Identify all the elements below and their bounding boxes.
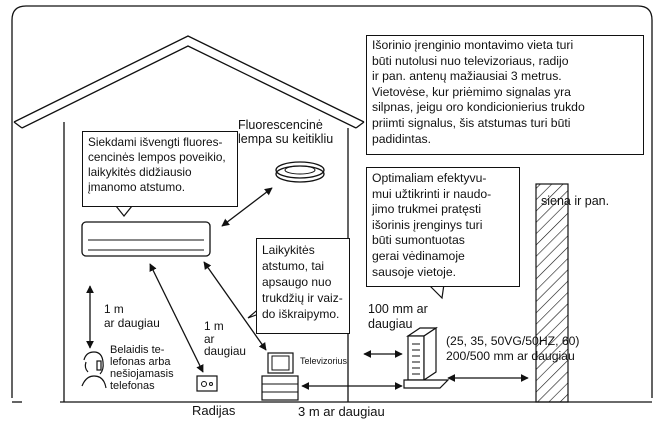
hatched-wall-icon [535,183,569,403]
label-fluorescent-lamp: Fluorescencinė lempa su keitikliu [238,118,334,147]
note-fluorescent-advice-text: Siekdami išvengti fluores- cencinės lemp… [88,135,226,194]
note-fluorescent-advice: Siekdami išvengti fluores- cencinės lemp… [82,131,238,207]
label-1m-diagonal: 1 m ar daugiau [204,319,246,358]
outer-frame [11,5,653,398]
label-3m: 3 m ar daugiau [298,404,385,419]
indoor-unit-icon [81,221,211,257]
radio-icon [196,375,218,392]
callout-pointer-ventilation [429,283,445,300]
roof-left-cap [13,121,23,129]
note-outdoor-distance-text: Išorinio įrenginio montavimo vieta turi … [372,38,585,146]
arrow-ac-radio [149,263,204,373]
arrow-ac-tv [203,261,267,351]
note-ventilation-advice: Optimaliam efektyvu- mui užtikrinti ir n… [366,167,520,287]
note-ventilation-advice-text: Optimaliam efektyvu- mui užtikrinti ir n… [372,171,492,279]
label-radio: Radijas [192,403,236,418]
person-with-phone-icon [81,351,107,389]
note-outdoor-distance: Išorinio įrenginio montavimo vieta turi … [366,35,644,155]
label-tv: Televizorius [300,356,348,366]
television-icon [261,352,299,401]
callout-pointer-fluorescent [115,205,133,217]
arrow-lamp-ac [221,187,273,227]
label-models-clearance: (25, 35, 50VG/50HZ, 60) 200/500 mm ar da… [446,334,580,363]
house-roof-inner [21,45,357,129]
label-1m-vertical: 1 m ar daugiau [104,302,160,330]
label-cordless-phone: Belaidis te- lefonas arba nešiojamasis t… [110,344,174,392]
note-interference-advice: Laikykitės atstumo, tai apsaugo nuo truk… [256,238,350,334]
outdoor-unit-icon [403,326,450,389]
label-wall: siena ir pan. [541,194,610,208]
house-roof-outer [13,35,365,123]
note-interference-advice-text: Laikykitės atstumo, tai apsaugo nuo truk… [262,243,343,321]
label-100mm: 100 mm ar daugiau [368,302,428,331]
roof-right-cap [355,121,365,129]
fluorescent-lamp-icon [275,161,325,183]
